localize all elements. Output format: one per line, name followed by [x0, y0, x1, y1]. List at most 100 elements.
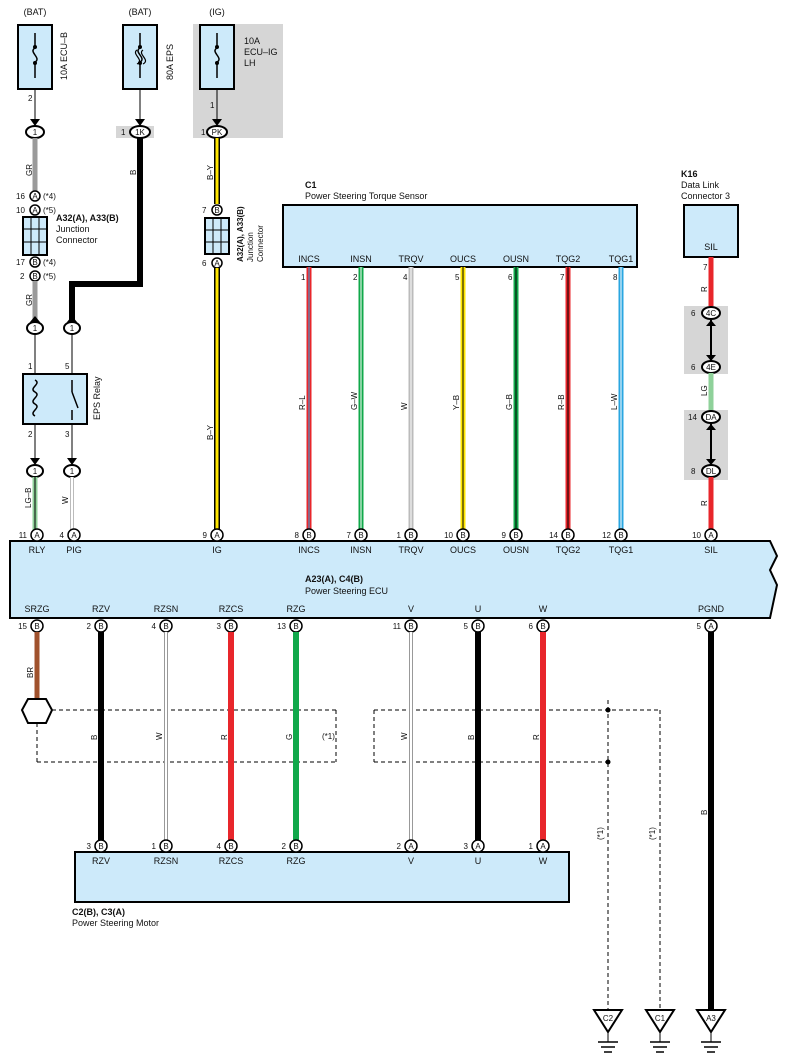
- ecu-top-terminal-ousn: OUSN: [503, 545, 529, 555]
- fuse-ecu-b: 10A ECU–B: [17, 24, 69, 90]
- ecu-bottom-pin-rzcs: B: [224, 619, 238, 633]
- wire-by-1: B–Y: [206, 164, 215, 180]
- svg-text:LG: LG: [700, 385, 709, 396]
- ecu-top-pin-number: 7: [347, 531, 352, 540]
- ecu-top-pin-number: 4: [60, 531, 65, 540]
- fuse-eps-label: 80A EPS: [165, 44, 175, 80]
- ecu-bottom-pin-rzg: B: [289, 619, 303, 633]
- svg-text:4E: 4E: [706, 363, 716, 372]
- power-steering-ecu: A23(A), C4(B) Power Steering ECU: [9, 540, 779, 619]
- svg-text:C1: C1: [655, 1014, 666, 1023]
- data-link-connector: K16 Data Link Connector 3 SIL 7 R 4C 6 4…: [681, 169, 739, 530]
- motor-terminal-v: V: [408, 856, 414, 866]
- ecu-top-terminal-rly: RLY: [29, 545, 46, 555]
- svg-text:1: 1: [28, 362, 33, 371]
- svg-text:W: W: [400, 732, 409, 740]
- ecu-top-pin-number: 9: [502, 531, 507, 540]
- motor-pin-number: 3: [87, 842, 92, 851]
- svg-text:A: A: [540, 842, 546, 851]
- lower-wiring: BR (*1) B W R G (*1) (*1) W B R B: [20, 632, 714, 1010]
- ecu-top-pin-ousn: B: [509, 528, 523, 542]
- ecu-bottom-terminal-w: W: [539, 604, 548, 614]
- conn-pk-pin: 1: [201, 128, 206, 137]
- svg-text:B: B: [32, 258, 37, 267]
- svg-text:B: B: [293, 622, 298, 631]
- ecu-top-terminal-incs: INCS: [298, 545, 320, 555]
- motor-terminal-rzsn: RZSN: [154, 856, 179, 866]
- svg-text:C2: C2: [603, 1014, 614, 1023]
- ecu-bottom-pin-rzv: B: [94, 619, 108, 633]
- svg-text:DA: DA: [705, 413, 717, 422]
- wire-by-2: B–Y: [206, 424, 215, 440]
- ecu-top-terminal-ig: IG: [212, 545, 222, 555]
- svg-text:(*1): (*1): [596, 827, 605, 840]
- ecu-top-pin-number: 11: [19, 531, 28, 540]
- ig-label: (IG): [209, 7, 225, 17]
- sensor-terminal-tqg1: TQG1: [609, 254, 634, 264]
- sensor-terminal-trqv: TRQV: [398, 254, 423, 264]
- connector-1-lower-a: 1: [26, 458, 44, 478]
- ecu-bottom-terminal-v: V: [408, 604, 414, 614]
- svg-text:B: B: [293, 842, 298, 851]
- sensor-wire-color: R–L: [298, 395, 307, 410]
- ecu-bottom-pin-number: 5: [464, 622, 469, 631]
- wire-gr-1: GR: [25, 164, 34, 176]
- ecu-top-pin-ig: A: [210, 528, 224, 542]
- svg-text:A: A: [32, 192, 38, 201]
- connector-1-top: 1: [25, 119, 45, 139]
- svg-text:R: R: [220, 734, 229, 740]
- svg-text:A32(A), A33(B): A32(A), A33(B): [236, 206, 245, 262]
- svg-text:BR: BR: [26, 667, 35, 678]
- svg-text:B: B: [460, 531, 465, 540]
- svg-text:A: A: [408, 842, 414, 851]
- pin-2-label: 2: [28, 94, 33, 103]
- motor-pin-u: A: [471, 839, 485, 853]
- svg-text:(*4): (*4): [43, 258, 56, 267]
- ecu-name: A23(A), C4(B): [305, 574, 363, 584]
- svg-text:B: B: [475, 622, 480, 631]
- ecu-top-terminal-insn: INSN: [350, 545, 372, 555]
- ecu-sub: Power Steering ECU: [305, 586, 388, 596]
- svg-text:R: R: [532, 734, 541, 740]
- svg-text:A: A: [475, 842, 481, 851]
- ecu-top-terminal-trqv: TRQV: [398, 545, 423, 555]
- connector-1-lower-b: 1: [63, 458, 81, 478]
- motor-pin-v: A: [404, 839, 418, 853]
- wire-w-pig: W: [61, 496, 70, 504]
- ecu-bottom-terminal-rzcs: RZCS: [219, 604, 244, 614]
- svg-text:6: 6: [202, 259, 207, 268]
- svg-text:Connector 3: Connector 3: [681, 191, 730, 201]
- sensor-pin: 2: [353, 273, 358, 282]
- svg-text:B: B: [540, 622, 545, 631]
- sensor-wire-color: R–B: [557, 394, 566, 410]
- svg-text:10: 10: [16, 206, 25, 215]
- sensor-wire-color: W: [400, 402, 409, 410]
- motor-pin-number: 1: [152, 842, 157, 851]
- ecu-top-pin-number: 10: [692, 531, 701, 540]
- svg-text:R: R: [700, 286, 709, 292]
- sensor-name: Power Steering Torque Sensor: [305, 191, 427, 201]
- sensor-wire-color: Y–B: [452, 395, 461, 410]
- conn-pk-text: PK: [212, 128, 223, 137]
- svg-text:B: B: [32, 272, 37, 281]
- svg-text:6: 6: [691, 309, 696, 318]
- sensor-pin: 1: [301, 273, 306, 282]
- motor-pin-number: 4: [217, 842, 222, 851]
- svg-text:B: B: [408, 531, 413, 540]
- ecu-top-terminal-pig: PIG: [66, 545, 82, 555]
- svg-text:R: R: [700, 500, 709, 506]
- svg-text:A: A: [34, 531, 40, 540]
- fuse-ecu-ig: 10A ECU–IG LH: [199, 24, 278, 90]
- conn-1k-text: 1K: [135, 128, 145, 137]
- svg-text:A: A: [708, 531, 714, 540]
- svg-text:G: G: [285, 734, 294, 740]
- svg-text:(*4): (*4): [43, 192, 56, 201]
- svg-text:B: B: [358, 531, 363, 540]
- ecu-bottom-pin-w: B: [536, 619, 550, 633]
- ecu-bottom-pin-u: B: [471, 619, 485, 633]
- svg-text:Connector: Connector: [56, 235, 98, 245]
- motor-pin-rzg: B: [289, 839, 303, 853]
- sensor-terminal-insn: INSN: [350, 254, 372, 264]
- ecu-top-pin-number: 14: [549, 531, 558, 540]
